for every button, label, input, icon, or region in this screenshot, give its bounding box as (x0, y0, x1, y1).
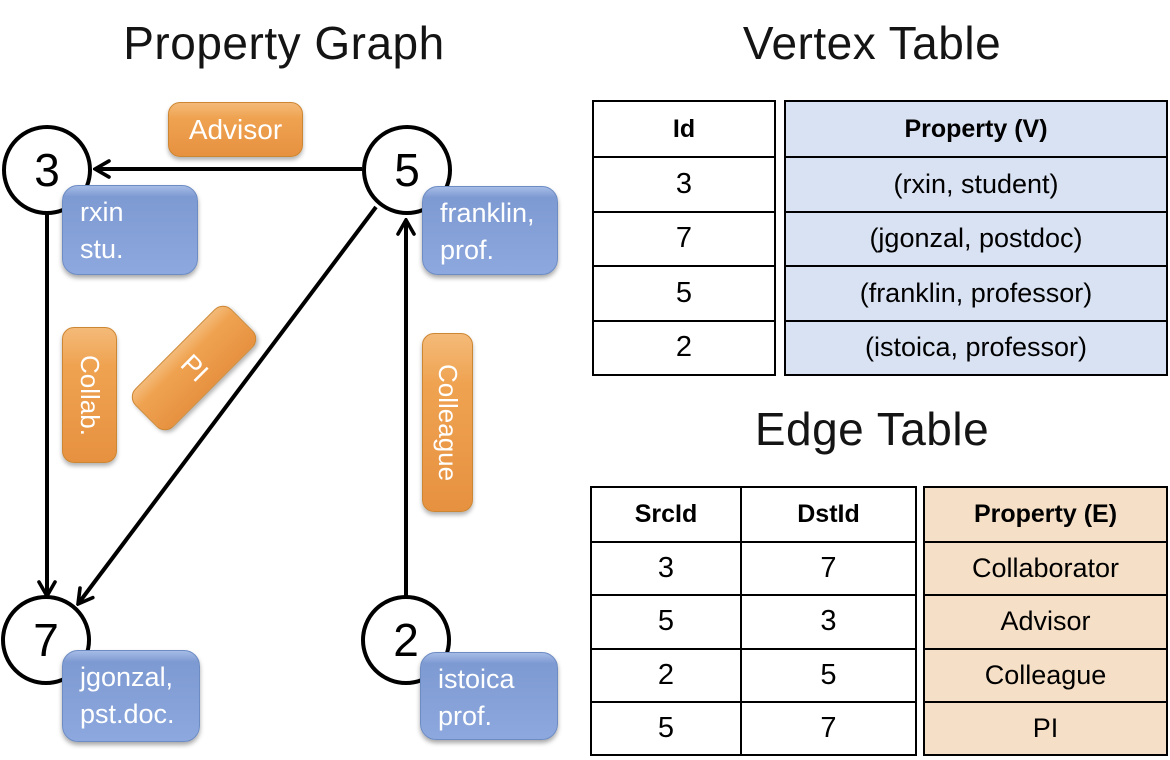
vertex-property-box-franklin: franklin, prof. (422, 186, 558, 275)
table-cell: (franklin, professor) (786, 265, 1166, 319)
edge-table-property-header: Property (E) (973, 500, 1118, 529)
table-cell: 3 (594, 156, 774, 210)
table-cell: 5 (594, 265, 774, 319)
edge-label-text: PI (174, 348, 214, 388)
graph-node-5: 5 (362, 125, 452, 215)
node-id-label: 3 (34, 144, 60, 196)
vertex-property-box-rxin: rxin stu. (62, 185, 198, 275)
property-line: stu. (80, 234, 124, 264)
node-id-label: 2 (393, 614, 419, 666)
table-cell: Advisor (925, 594, 1166, 647)
table-cell: 2 (592, 647, 740, 701)
vertex-property-box-istoica: istoica prof. (420, 652, 558, 740)
table-cell: 2 (594, 319, 774, 374)
property-line: franklin, (440, 198, 535, 228)
property-line: rxin (80, 197, 124, 227)
table-cell: 7 (740, 700, 915, 754)
edge-table-srcid-header: SrcId (634, 500, 698, 529)
table-cell: 7 (594, 210, 774, 265)
table-cell: (istoica, professor) (786, 319, 1166, 374)
vertex-table-id-column: Id 3 7 5 2 (592, 100, 776, 376)
edge-label-colleague: Colleague (422, 333, 473, 512)
edge-label-collab: Collab. (62, 327, 117, 463)
property-line: istoica (438, 664, 515, 694)
vertex-table-id-header: Id (672, 114, 696, 143)
vertex-table-title: Vertex Table (742, 17, 1002, 69)
node-id-label: 7 (33, 614, 59, 666)
property-line: prof. (438, 701, 493, 731)
edge-label-advisor: Advisor (168, 102, 303, 157)
table-cell: 5 (740, 647, 915, 701)
graph-node-2: 2 (361, 595, 451, 685)
edge-5-to-7-arrow (78, 205, 378, 604)
table-cell: 3 (740, 594, 915, 648)
property-line: prof. (440, 235, 495, 265)
edge-label-text: Advisor (188, 113, 283, 145)
property-line: pst.doc. (80, 699, 175, 729)
table-cell: (rxin, student) (786, 156, 1166, 210)
table-cell: (jgonzal, postdoc) (786, 210, 1166, 265)
edge-table-dstid-header: DstId (740, 488, 915, 542)
edge-label-text: Colleague (433, 363, 463, 482)
table-cell: 3 (592, 541, 740, 594)
table-cell: 7 (740, 541, 915, 595)
vertex-table-property-column: Property (V) (rxin, student) (jgonzal, p… (784, 100, 1168, 376)
graph-panel-title: Property Graph (123, 17, 445, 69)
vertex-table-property-header: Property (V) (904, 114, 1048, 143)
edge-table-ids-columns: SrcId DstId 3 7 5 3 2 5 5 7 (590, 486, 917, 756)
table-cell: Collaborator (925, 541, 1166, 594)
edge-table-property-column: Property (E) Collaborator Advisor Collea… (923, 486, 1168, 756)
node-id-label: 5 (394, 144, 420, 196)
graph-edges-svg (0, 0, 580, 760)
property-line: jgonzal, (80, 662, 174, 692)
table-cell: PI (925, 700, 1166, 754)
table-cell: 5 (592, 594, 740, 647)
table-cell: Colleague (925, 647, 1166, 701)
table-cell: 5 (592, 700, 740, 754)
edge-label-text: Collab. (75, 354, 105, 436)
vertex-property-box-jgonzal: jgonzal, pst.doc. (62, 650, 200, 742)
edge-table-title: Edge Table (754, 403, 990, 455)
